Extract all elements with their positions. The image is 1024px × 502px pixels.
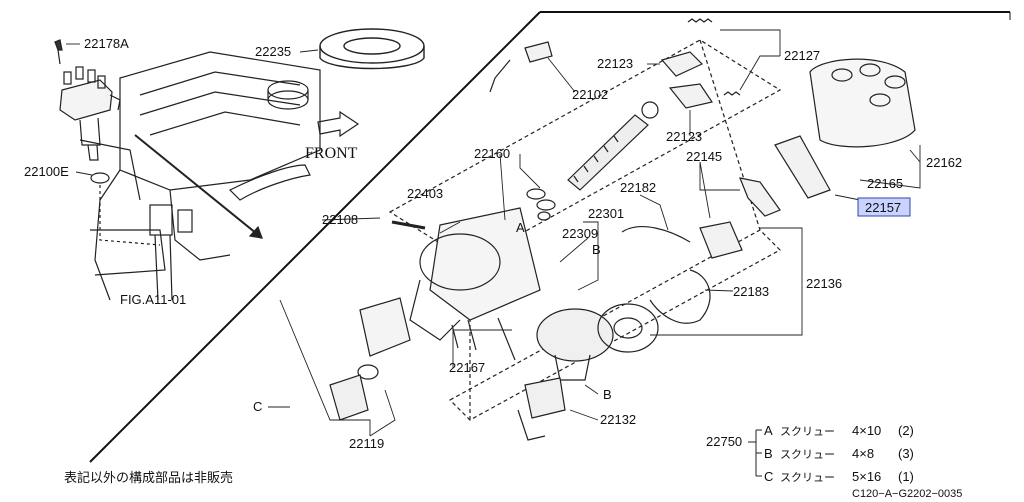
- screw-row-c-key: C: [764, 469, 773, 484]
- label-22165: 22165: [867, 176, 903, 191]
- screw-table-code: 22750: [706, 434, 742, 449]
- leader-lines: [66, 29, 921, 437]
- footer-code-ref: C120−A−G2202−0035: [852, 488, 962, 500]
- label-22403: 22403: [407, 186, 443, 201]
- label-front: FRONT: [305, 145, 358, 162]
- screw-row-c-qty: (1): [898, 469, 914, 484]
- label-22182: 22182: [620, 180, 656, 195]
- label-fig: FIG.A11-01: [120, 292, 186, 307]
- label-22100E: 22100E: [24, 164, 69, 179]
- label-22235: 22235: [255, 44, 291, 59]
- screw-row-b-size: 4×8: [852, 446, 874, 461]
- screw-row-a-qty: (2): [898, 423, 914, 438]
- label-22108: 22108: [322, 212, 358, 227]
- screw-row-a-name: スクリュー: [780, 425, 835, 438]
- gasket-22235-drawing: [319, 28, 425, 70]
- footer-note: 表記以外の構成部品は非販売: [64, 470, 233, 485]
- engine-overview: [79, 51, 360, 301]
- label-22183: 22183: [733, 284, 769, 299]
- part-labels: 22178A 22235 22100E FIG.A11-01 FRONT 221…: [24, 36, 962, 451]
- label-22178A: 22178A: [84, 36, 129, 51]
- callout-B-lower: B: [603, 387, 612, 402]
- callout-C: C: [253, 399, 262, 414]
- label-22157-highlight: [857, 197, 911, 217]
- label-22136: 22136: [806, 276, 842, 291]
- label-22157: 22157: [865, 200, 901, 215]
- callout-A: A: [516, 220, 525, 235]
- label-22145: 22145: [686, 149, 722, 164]
- label-22309: 22309: [562, 226, 598, 241]
- label-22123-top: 22123: [597, 56, 633, 71]
- screw-row-a-key: A: [764, 423, 773, 438]
- label-22102: 22102: [572, 87, 608, 102]
- label-22127: 22127: [784, 48, 820, 63]
- screw-row-c-size: 5×16: [852, 469, 881, 484]
- screw-row-b-qty: (3): [898, 446, 914, 461]
- label-22132: 22132: [600, 412, 636, 427]
- exploded-distributor: [329, 18, 916, 441]
- label-22167: 22167: [449, 360, 485, 375]
- distributor-assembly-small: [54, 39, 121, 184]
- label-22162: 22162: [926, 155, 962, 170]
- label-22160: 22160: [474, 146, 510, 161]
- label-22119: 22119: [349, 436, 384, 451]
- screw-row-b-key: B: [764, 446, 773, 461]
- frame-diagonal: [89, 11, 541, 463]
- screw-row-c-name: スクリュー: [780, 471, 835, 484]
- screw-row-b-name: スクリュー: [780, 448, 835, 461]
- callout-B-upper: B: [592, 242, 601, 257]
- label-22301: 22301: [588, 206, 624, 221]
- screw-table: 22750 A スクリュー 4×10 (2) B スクリュー 4×8 (3) C…: [706, 423, 914, 484]
- label-22123-bottom: 22123: [666, 129, 702, 144]
- screw-row-a-size: 4×10: [852, 423, 881, 438]
